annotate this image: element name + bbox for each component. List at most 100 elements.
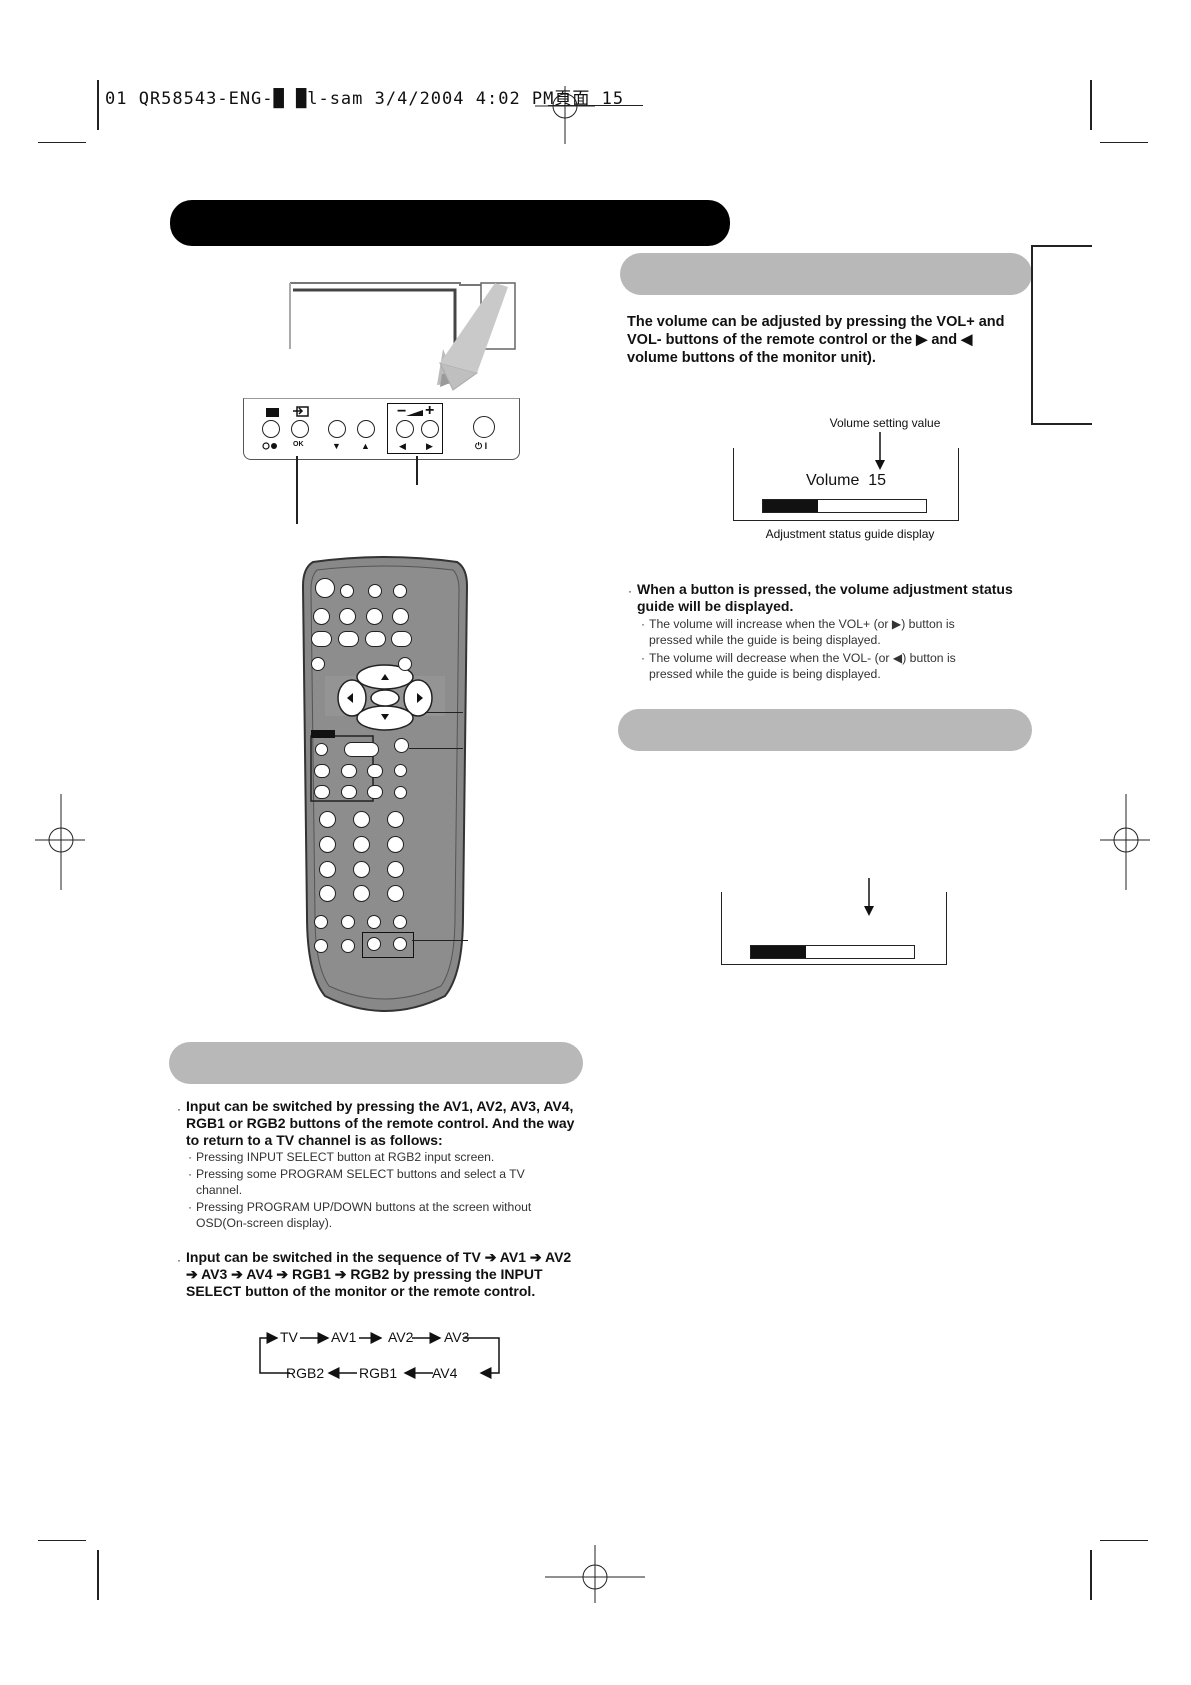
remote-power-button[interactable] (315, 578, 335, 598)
vol-callout-line (416, 456, 418, 485)
remote-number-button[interactable] (319, 836, 336, 853)
remote-program-down-button[interactable] (319, 885, 336, 902)
input-section-header (169, 1042, 583, 1084)
remote-button[interactable] (313, 608, 330, 625)
remote-number-button[interactable] (387, 836, 404, 853)
remote-button[interactable] (394, 764, 407, 777)
remote-button[interactable] (392, 608, 409, 625)
remote-av2-button[interactable] (341, 915, 355, 929)
osd-value: 15 (868, 472, 887, 489)
remote-button[interactable] (393, 584, 407, 598)
input-icon (293, 406, 309, 417)
menu-button[interactable] (262, 420, 280, 438)
side-tab-top (1032, 245, 1092, 247)
bullet-dot: · (177, 1102, 181, 1116)
remote-vcr-button[interactable] (367, 764, 383, 778)
volume-ramp-icon (406, 410, 423, 416)
mute-section-header (618, 709, 1032, 751)
remote-vcr-button[interactable] (314, 785, 330, 799)
remote-play-button[interactable] (344, 742, 379, 757)
remote-number-button[interactable] (319, 861, 336, 878)
remote-button[interactable] (340, 584, 354, 598)
crop-mark (1100, 142, 1148, 143)
remote-number-button[interactable] (387, 811, 404, 828)
remote-program-up-button[interactable] (387, 885, 404, 902)
monitor-corner-illustration (289, 282, 516, 391)
remote-number-button[interactable] (353, 885, 370, 902)
remote-button[interactable] (394, 786, 407, 799)
tool-icon (262, 442, 277, 450)
registration-mark-right (1100, 794, 1150, 890)
remote-button[interactable] (365, 631, 386, 647)
crop-mark (1090, 80, 1092, 130)
remote-button[interactable] (338, 631, 359, 647)
mute-osd-arrow (864, 878, 874, 916)
remote-button[interactable] (391, 631, 412, 647)
registration-mark-top (535, 86, 595, 144)
input-bullet-2: Input can be switched in the sequence of… (186, 1249, 572, 1299)
power-button[interactable] (473, 416, 495, 438)
input-select-button[interactable] (291, 420, 309, 438)
remote-number-button[interactable] (319, 811, 336, 828)
channel-down-button[interactable] (328, 420, 346, 438)
remote-vcr-button[interactable] (341, 764, 357, 778)
input-sub-bullet-3: ·Pressing PROGRAM UP/DOWN buttons at the… (188, 1199, 573, 1231)
cycle-rgb1: RGB1 (359, 1365, 398, 1381)
remote-button[interactable] (341, 939, 355, 953)
power-label: ⏻ I (475, 441, 488, 451)
input-sub-bullet-2: ·Pressing some PROGRAM SELECT buttons an… (188, 1166, 573, 1198)
remote-button[interactable] (311, 657, 325, 671)
mute-osd-box (721, 892, 947, 965)
crop-mark (97, 80, 99, 130)
remote-rgb2-button[interactable] (393, 937, 407, 951)
volume-intro: The volume can be adjusted by pressing t… (627, 314, 1005, 366)
remote-number-button[interactable] (353, 861, 370, 878)
remote-rgb1-button[interactable] (367, 937, 381, 951)
crop-mark (1090, 1550, 1092, 1600)
remote-vcr-button[interactable] (341, 785, 357, 799)
page-number: 15 (601, 89, 625, 109)
remote-button[interactable] (368, 584, 382, 598)
vol-callout-line (425, 712, 463, 714)
page-title-bar (170, 200, 730, 246)
channel-up-button[interactable] (357, 420, 375, 438)
remote-number-button[interactable] (353, 836, 370, 853)
input-cycle-diagram (259, 1332, 500, 1379)
remote-av4-button[interactable] (393, 915, 407, 929)
side-tab-bottom (1032, 423, 1092, 425)
guide-caption: Adjustment status guide display (765, 527, 935, 541)
volume-button-box (387, 403, 443, 454)
remote-button[interactable] (398, 657, 412, 671)
remote-mute-button[interactable] (394, 738, 409, 753)
remote-vcr-button[interactable] (315, 743, 328, 756)
input-bullet-1: Input can be switched by pressing the AV… (186, 1098, 575, 1148)
remote-number-button[interactable] (387, 861, 404, 878)
remote-control (301, 556, 469, 1012)
slug-text: 01 QR58543-ENG-█ █l-sam 3/4/2004 4:02 PM (105, 89, 555, 109)
remote-input-select-button[interactable] (314, 939, 328, 953)
volume-sub-bullet-1: ·The volume will increase when the VOL+ … (641, 616, 996, 648)
remote-button[interactable] (311, 631, 332, 647)
ok-label: OK (293, 441, 304, 448)
mute-callout-line (409, 748, 463, 750)
input-sub-bullet-1-text: Pressing INPUT SELECT button at RGB2 inp… (196, 1150, 495, 1164)
vol-minus-label: − (397, 403, 407, 420)
vol-plus-label: + (425, 402, 435, 419)
remote-button[interactable] (366, 608, 383, 625)
rgb-button-box (362, 932, 414, 958)
vol-right-button[interactable] (421, 420, 439, 438)
registration-mark-left (35, 794, 85, 890)
remote-av3-button[interactable] (367, 915, 381, 929)
remote-number-button[interactable] (353, 811, 370, 828)
remote-vcr-button[interactable] (314, 764, 330, 778)
side-tab-left (1031, 245, 1033, 425)
cycle-rgb2: RGB2 (286, 1365, 325, 1381)
rgb-callout-line (412, 940, 468, 942)
remote-button[interactable] (339, 608, 356, 625)
cycle-av4: AV4 (432, 1365, 458, 1381)
vol-left-button[interactable] (396, 420, 414, 438)
remote-vcr-button[interactable] (367, 785, 383, 799)
remote-av1-button[interactable] (314, 915, 328, 929)
cycle-av1: AV1 (331, 1329, 357, 1345)
monitor-control-panel: − + OK ▼ ▲ ◀ ▶ ⏻ I (243, 398, 520, 460)
